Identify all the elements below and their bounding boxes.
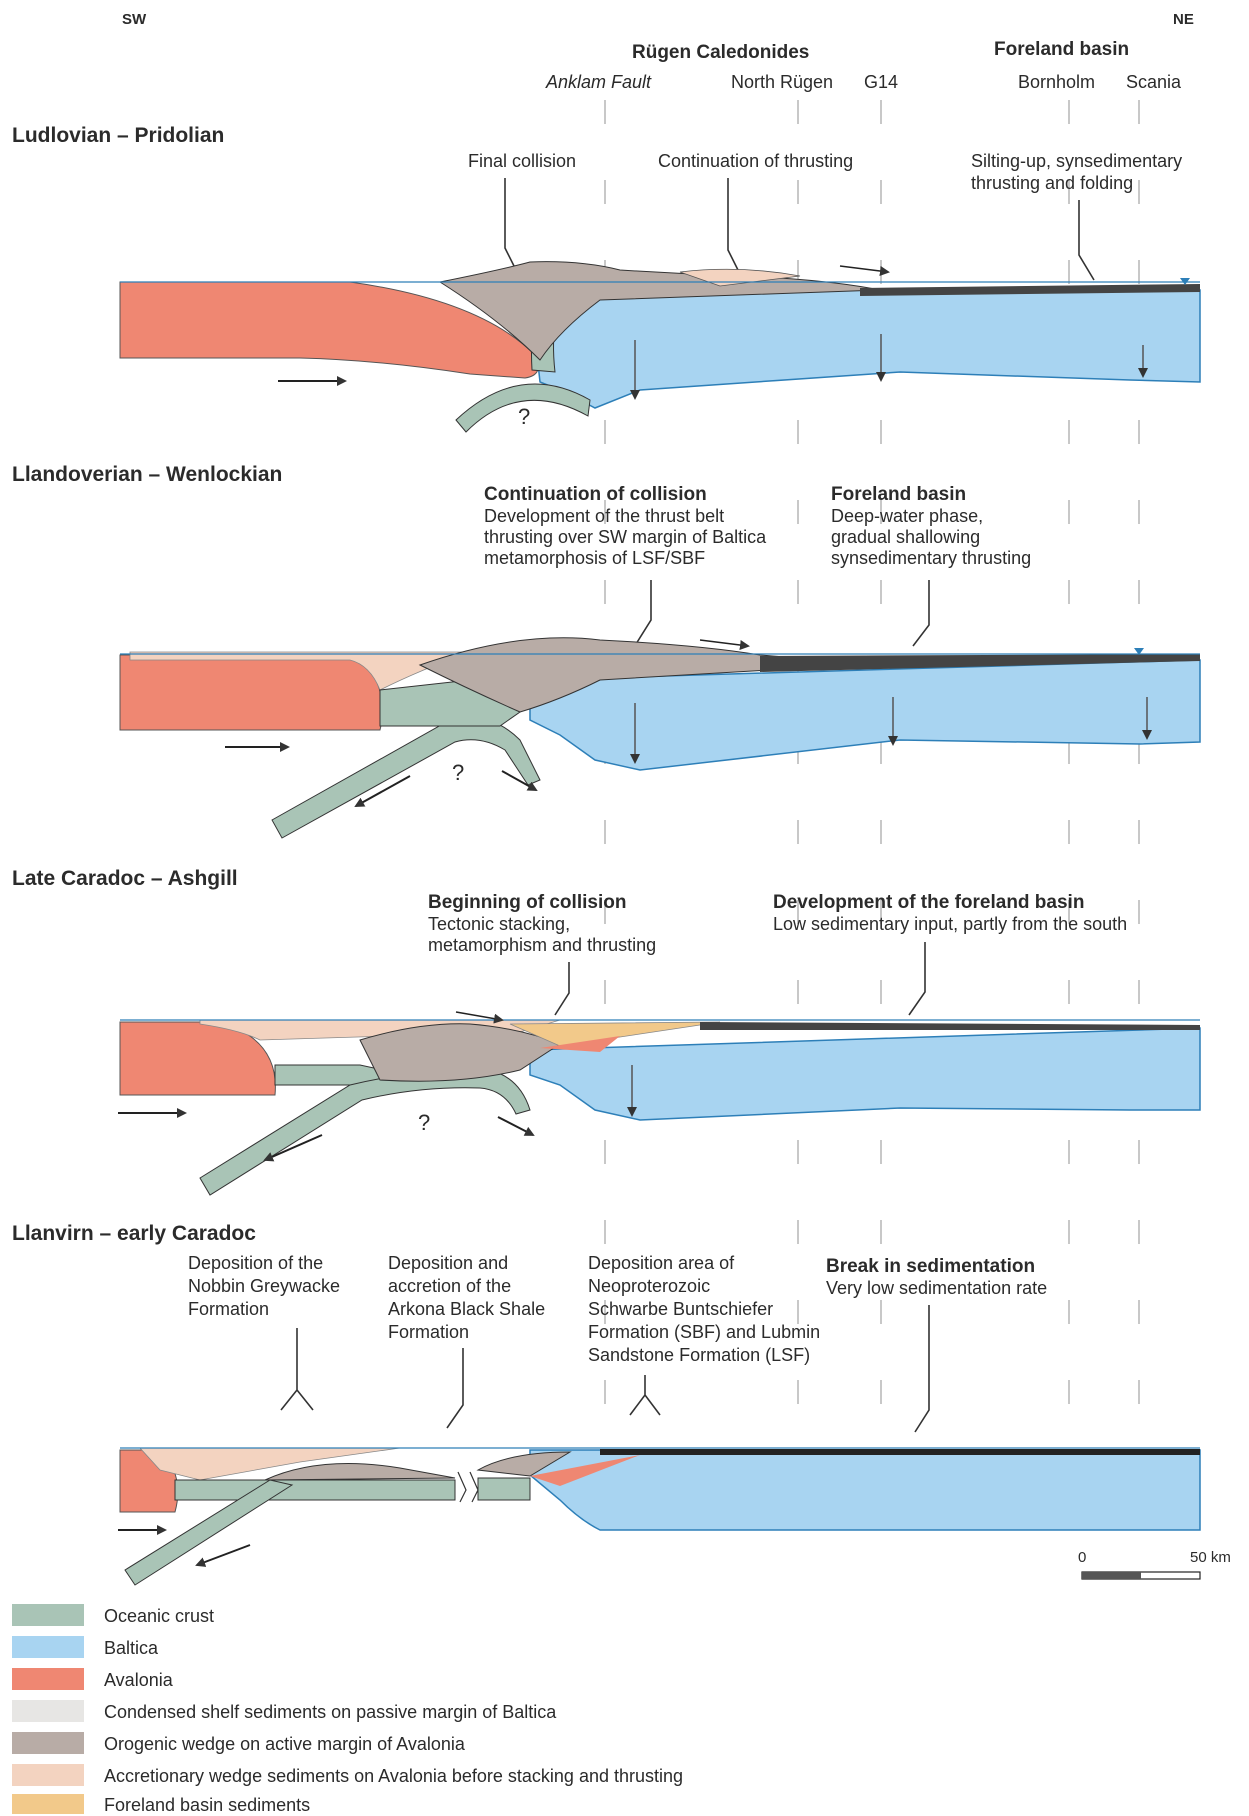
annotation-line: Deposition and bbox=[388, 1253, 508, 1273]
leader-line bbox=[1079, 200, 1094, 280]
annotation-line: metamorphosis of LSF/SBF bbox=[484, 548, 705, 568]
annotation-final-collision: Final collision bbox=[468, 151, 576, 171]
annotation-line: Very low sedimentation rate bbox=[826, 1278, 1047, 1298]
legend-label: Avalonia bbox=[104, 1670, 174, 1690]
annotation-line: Tectonic stacking, bbox=[428, 914, 570, 934]
annotation-line: accretion of the bbox=[388, 1276, 511, 1296]
annotation-line: Arkona Black Shale bbox=[388, 1299, 545, 1319]
legend-label: Oceanic crust bbox=[104, 1606, 214, 1626]
annotation-line: Deep-water phase, bbox=[831, 506, 983, 526]
leader-line bbox=[909, 942, 925, 1015]
location-bornholm: Bornholm bbox=[1018, 72, 1095, 92]
annotation-break-in-sedimentation: Break in sedimentation bbox=[826, 1256, 1035, 1277]
annotation-line: Formation bbox=[388, 1322, 469, 1342]
leader-line bbox=[630, 1375, 660, 1415]
panel-llandoverian-wenlockian: Llandoverian – Wenlockian Continuation o… bbox=[12, 463, 1200, 838]
legend-label: Orogenic wedge on active margin of Avalo… bbox=[104, 1734, 466, 1754]
annotation-line: Sandstone Formation (LSF) bbox=[588, 1345, 810, 1365]
leader-line bbox=[447, 1348, 463, 1428]
scale-bar-segment bbox=[1082, 1572, 1141, 1579]
annotation-line: metamorphism and thrusting bbox=[428, 935, 656, 955]
annotation-foreland-development: Development of the foreland basin bbox=[773, 892, 1084, 913]
annotation-line: Schwarbe Buntschiefer bbox=[588, 1299, 773, 1319]
legend: Oceanic crust Baltica Avalonia Condensed… bbox=[12, 1604, 683, 1815]
leader-line bbox=[505, 178, 516, 270]
scale-end: 50 km bbox=[1190, 1549, 1231, 1566]
slab-motion-arrow bbox=[197, 1545, 250, 1565]
annotation-continuation-thrusting: Continuation of thrusting bbox=[658, 151, 853, 171]
annotation-line: Formation (SBF) and Lubmin bbox=[588, 1322, 820, 1342]
legend-label: Baltica bbox=[104, 1638, 159, 1658]
unknown-marker: ? bbox=[518, 404, 530, 429]
header-rugen-caledonides: Rügen Caledonides bbox=[632, 42, 809, 63]
thrust-arrow bbox=[456, 1012, 502, 1020]
thrust-arrow bbox=[700, 640, 748, 646]
leader-line bbox=[915, 1305, 929, 1432]
annotation-foreland-basin: Foreland basin bbox=[831, 484, 966, 505]
annotation-line: Deposition of the bbox=[188, 1253, 323, 1273]
location-anklam-fault: Anklam Fault bbox=[545, 72, 652, 92]
annotation-line: Formation bbox=[188, 1299, 269, 1319]
baltica-crust bbox=[530, 1028, 1200, 1120]
annotation-beginning-collision: Beginning of collision bbox=[428, 892, 626, 913]
location-g14: G14 bbox=[864, 72, 898, 92]
legend-swatch-avalonia bbox=[12, 1668, 84, 1690]
scale-bar: 0 50 km bbox=[1078, 1549, 1231, 1579]
annotation-line: gradual shallowing bbox=[831, 527, 980, 547]
leader-line bbox=[555, 962, 569, 1015]
panel-title: Llanvirn – early Caradoc bbox=[12, 1222, 256, 1245]
annotation-line: synsedimentary thrusting bbox=[831, 548, 1031, 568]
annotation-continuation-collision: Continuation of collision bbox=[484, 484, 707, 505]
panel-ludlovian-pridolian: Ludlovian – Pridolian Final collision Co… bbox=[12, 124, 1200, 432]
annotation-line: Low sedimentary input, partly from the s… bbox=[773, 914, 1127, 934]
annotation-line: Deposition area of bbox=[588, 1253, 735, 1273]
avalonia-crust bbox=[120, 655, 383, 730]
header-foreland-basin: Foreland basin bbox=[994, 39, 1129, 60]
thin-sediment-layer bbox=[700, 1022, 1200, 1030]
annotation-silting-up-2: thrusting and folding bbox=[971, 173, 1133, 193]
leader-line bbox=[281, 1328, 313, 1410]
oceanic-crust bbox=[175, 1480, 455, 1500]
section-break-mark bbox=[458, 1472, 478, 1502]
compass-ne: NE bbox=[1173, 11, 1194, 28]
annotation-silting-up-1: Silting-up, synsedimentary bbox=[971, 151, 1182, 171]
legend-swatch-foreland-sediments bbox=[12, 1794, 84, 1814]
annotation-line: Development of the thrust belt bbox=[484, 506, 724, 526]
legend-swatch-shelf-sediments bbox=[12, 1700, 84, 1722]
leader-line bbox=[636, 580, 651, 644]
panel-title: Ludlovian – Pridolian bbox=[12, 124, 224, 147]
leader-line bbox=[913, 580, 929, 646]
annotation-line: Nobbin Greywacke bbox=[188, 1276, 340, 1296]
legend-label: Condensed shelf sediments on passive mar… bbox=[104, 1702, 557, 1722]
oceanic-crust bbox=[478, 1478, 530, 1500]
location-scania: Scania bbox=[1126, 72, 1182, 92]
slab-motion-arrow bbox=[498, 1117, 533, 1135]
legend-swatch-oceanic bbox=[12, 1604, 84, 1626]
thin-sediment-layer bbox=[600, 1449, 1200, 1455]
legend-swatch-baltica bbox=[12, 1636, 84, 1658]
unknown-marker: ? bbox=[452, 760, 464, 785]
panel-title: Late Caradoc – Ashgill bbox=[12, 867, 238, 890]
baltica-crust bbox=[530, 1450, 1200, 1530]
panel-title: Llandoverian – Wenlockian bbox=[12, 463, 282, 486]
annotation-line: thrusting over SW margin of Baltica bbox=[484, 527, 767, 547]
legend-label: Foreland basin sediments bbox=[104, 1795, 310, 1815]
orogenic-wedge bbox=[265, 1464, 455, 1480]
scale-zero: 0 bbox=[1078, 1549, 1086, 1566]
legend-swatch-orogenic-wedge bbox=[12, 1732, 84, 1754]
location-north-rugen: North Rügen bbox=[731, 72, 833, 92]
baltica-crust bbox=[530, 290, 1200, 408]
legend-label: Accretionary wedge sediments on Avalonia… bbox=[104, 1766, 683, 1786]
leader-line bbox=[728, 178, 740, 274]
annotation-line: Neoproterozoic bbox=[588, 1276, 710, 1296]
legend-swatch-accretionary-wedge bbox=[12, 1764, 84, 1786]
compass-sw: SW bbox=[122, 11, 147, 28]
unknown-marker: ? bbox=[418, 1110, 430, 1135]
